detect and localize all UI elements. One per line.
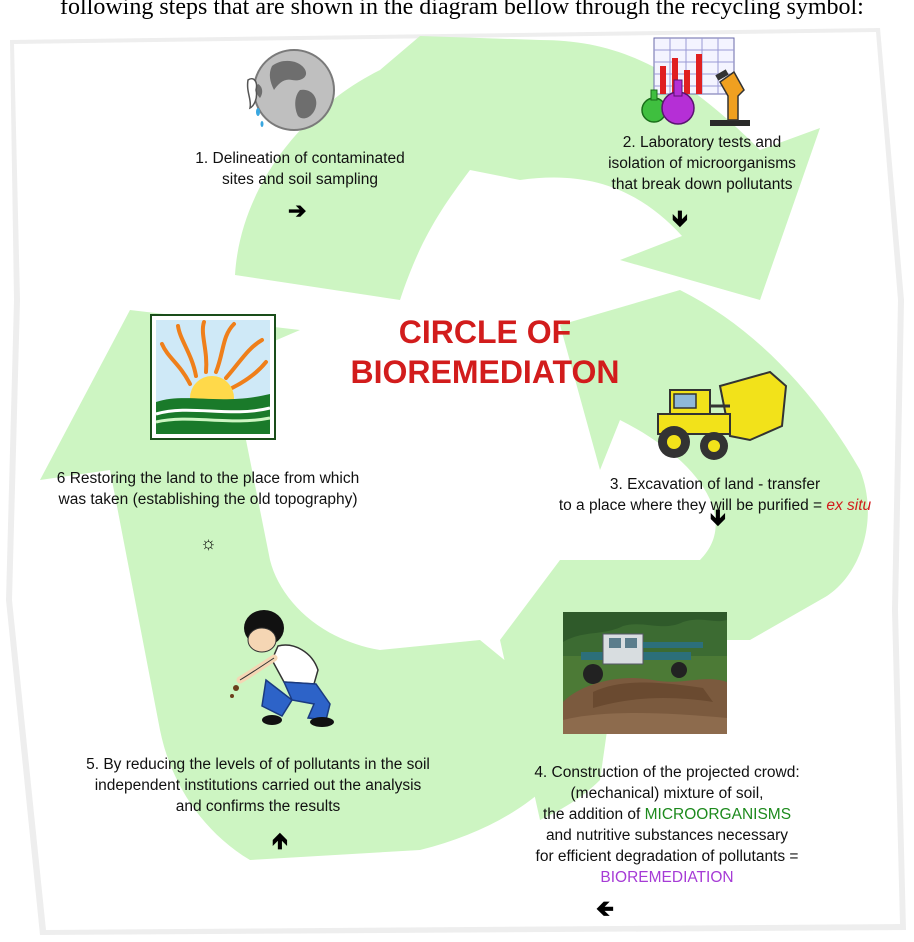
step-5-arrow-up-icon: 🡹 [272,828,288,853]
step-4-line-4: and nutritive substances necessary [545,827,789,844]
step-4-line-2: (mechanical) mixture of soil, [570,785,764,802]
microorganisms-label: MICROORGANISMS [644,806,792,823]
step-6-line: 6 Restoring the land to the place from w… [56,470,360,487]
step-5-line: and confirms the results [175,798,341,815]
step-2-line: isolation of microorganisms [608,155,796,172]
step-6-sun-icon: ☼ [200,533,217,553]
step-4-line-5: for efficient degradation of pollutants … [535,848,799,865]
top-caption: following steps that are shown in the di… [0,0,914,30]
person-sampling-soil-icon [230,610,334,727]
step-3-arrow-down-icon: 🡻 [710,505,726,530]
title-line-1: CIRCLE OF [398,314,572,350]
laboratory-icon [641,37,750,126]
step-2-line: 2. Laboratory tests and [622,134,782,151]
bioremediation-label: BIOREMEDIATION [600,869,734,886]
step-5-line: 5. By reducing the levels of of pollutan… [86,756,430,773]
step-5-text: 5. By reducing the levels of of pollutan… [58,754,458,817]
step-5-line: independent institutions carried out the… [94,777,422,794]
step-4-line-1: 4. Construction of the projected crowd: [534,764,800,781]
sunrise-landscape-icon [150,314,276,440]
step-4-text: 4. Construction of the projected crowd: … [482,762,852,888]
step-4-line-3: the addition of MICROORGANISMS [482,804,852,825]
soil-machine-photo [563,612,727,734]
step-1-text: 1. Delineation of contaminated sites and… [160,148,440,190]
step-6-text: 6 Restoring the land to the place from w… [18,468,398,510]
step-4-arrow-left-icon: 🡸 [596,896,614,921]
recycle-arrow-bottom [40,310,590,860]
step-6-line: was taken (establishing the old topograp… [58,491,358,508]
diagram-title: CIRCLE OF BIOREMEDIATON [320,312,650,392]
step-3-line-1: 3. Excavation of land - transfer [609,476,821,493]
step-1-line: sites and soil sampling [222,171,378,188]
top-caption-text: following steps that are shown in the di… [60,0,864,20]
step-2-line: that break down pollutants [611,176,793,193]
step-1-arrow-right-icon: ➔ [288,198,307,223]
title-line-2: BIOREMEDIATON [350,354,620,390]
step-3-line-2: to a place where they will be purified =… [520,495,910,516]
bulldozer-icon [657,370,788,460]
step-2-arrow-down-icon: 🡻 [672,206,688,231]
ex-situ-label: ex situ [826,497,872,514]
globe-icon [246,49,335,131]
step-3-text: 3. Excavation of land - transfer to a pl… [520,474,910,516]
step-4-line-3-prefix: the addition of [542,806,645,823]
step-3-line-2-prefix: to a place where they will be purified = [558,497,827,514]
step-1-line: 1. Delineation of contaminated [195,150,405,167]
step-2-text: 2. Laboratory tests and isolation of mic… [582,132,822,195]
